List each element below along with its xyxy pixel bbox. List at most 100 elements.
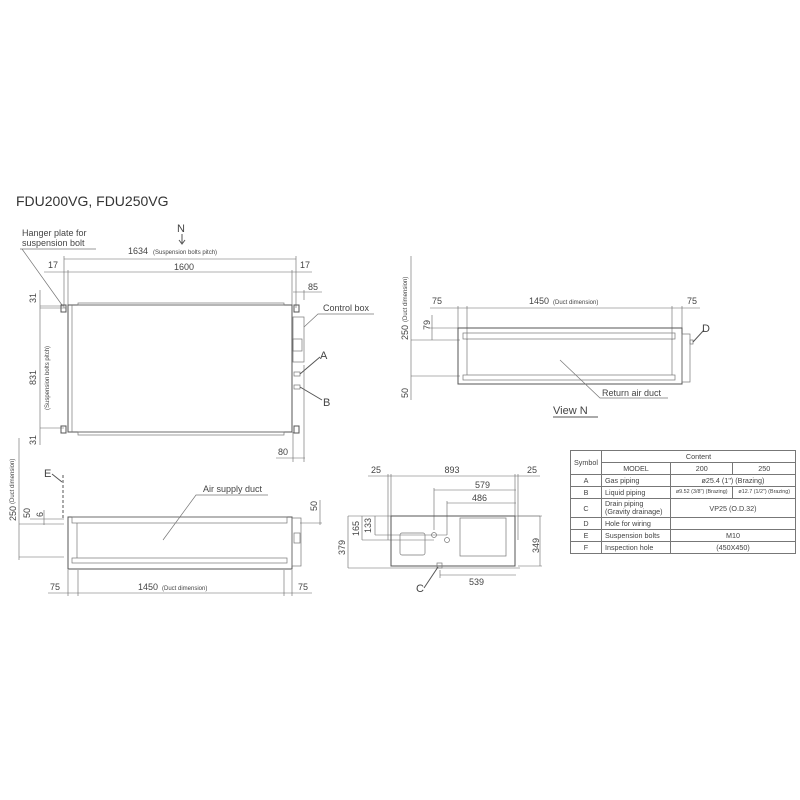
label-e: E [44, 468, 51, 480]
control-box-label: Control box [323, 303, 370, 313]
row-symbol: B [570, 486, 602, 499]
front-50-right-line [300, 500, 322, 525]
side-dim-539: 539 [469, 577, 484, 587]
symbol-header: Symbol [570, 450, 602, 475]
row-item-line1: Drain piping [604, 499, 644, 508]
row-item-line2: (Gravity drainage) [604, 507, 663, 516]
table-row: C Drain piping (Gravity drainage) VP25 (… [570, 498, 797, 518]
side-dim-349: 349 [531, 538, 541, 553]
row-value: (450X450) [669, 541, 797, 554]
front-dim-left: 75 [50, 582, 60, 592]
dim-pitch-line [63, 256, 297, 308]
table-row: A Gas piping ø25.4 (1") (Brazing) [570, 474, 797, 487]
view-n-top-rail [462, 332, 676, 340]
liquid-pipe-port [444, 537, 450, 543]
side-fan-housing [459, 517, 507, 557]
front-view: 250 (Duct dimension) 50 6 E Air supply d… [8, 438, 322, 596]
row-item: Hole for wiring [600, 517, 671, 530]
front-body [67, 516, 293, 570]
front-connectors [293, 532, 301, 544]
row-symbol: E [570, 529, 602, 542]
drain-port [436, 562, 443, 569]
hanger-label-line2: suspension bolt [22, 238, 85, 248]
hanger-leader-line [20, 248, 96, 306]
north-arrow-icon [178, 234, 186, 245]
front-dim-duct-note: (Duct dimension) [162, 586, 207, 592]
side-vertical-dims [347, 515, 540, 569]
view-n-dim-right: 75 [687, 296, 697, 306]
hanger-label-line1: Hanger plate for [22, 228, 87, 238]
view-n-dim-left: 75 [432, 296, 442, 306]
dim-depth-pitch: 831 [28, 370, 38, 385]
side-539-line [439, 570, 516, 578]
dim-depth-note: (Suspension bolts pitch) [45, 346, 51, 410]
front-dim-50-left: 50 [22, 508, 32, 518]
front-width-line [48, 570, 312, 596]
side-dim-133: 133 [363, 518, 373, 533]
hanger-plate-bottom-right [293, 425, 300, 434]
row-item: Drain piping (Gravity drainage) [600, 498, 671, 518]
side-view: 25 893 25 579 486 165 133 379 349 C 539 [337, 465, 542, 595]
row-item: Gas piping [600, 474, 671, 487]
view-n: 250 (Duct dimension) 50 75 1450 (Duct di… [400, 256, 710, 418]
dim-bottom-right-line [276, 365, 305, 462]
view-n-bottom-rail [462, 374, 676, 381]
top-view: N Hanger plate for suspension bolt 1634 … [20, 223, 374, 462]
front-dim-height-note: (Duct dimension) [10, 459, 16, 504]
front-dim-right: 75 [298, 582, 308, 592]
row-value [669, 517, 797, 530]
front-dim-50-right: 50 [309, 501, 319, 511]
dim-depth-line [39, 290, 66, 445]
spec-table: Symbol Content MODEL 200 250 A Gas pipin… [570, 450, 797, 554]
dim-control-box: 85 [308, 282, 318, 292]
control-box-outline [292, 316, 305, 363]
hanger-plate-top-right [293, 304, 300, 313]
dim-width-line [44, 270, 312, 305]
view-n-dim-79: 79 [422, 320, 432, 330]
side-dim-579: 579 [475, 480, 490, 490]
table-row: D Hole for wiring [570, 517, 797, 530]
leader-d [692, 329, 705, 343]
view-n-79-line [428, 315, 460, 340]
row-symbol: F [570, 541, 602, 554]
dim-pitch-note: (Suspension bolts pitch) [153, 250, 217, 256]
leader-b [299, 386, 323, 401]
row-value-200: ø9.52 (3/8") (Brazing) [669, 486, 734, 499]
front-dim-height: 250 [8, 506, 18, 521]
north-label: N [177, 223, 185, 235]
view-n-dim-duct-note: (Duct dimension) [553, 300, 598, 306]
dim-width-value: 1600 [174, 262, 194, 272]
supply-leader [162, 494, 268, 541]
hanger-plate-bottom-left [60, 425, 67, 434]
row-value: ø25.4 (1") (Brazing) [669, 474, 797, 487]
dim-left-offset: 17 [48, 260, 58, 270]
leader-c [423, 566, 439, 589]
row-value: M10 [669, 529, 797, 542]
front-control-box [291, 517, 302, 567]
table-row: F Inspection hole (450X450) [570, 541, 797, 554]
label-b: B [323, 397, 330, 409]
gas-pipe-port [431, 532, 437, 538]
view-n-body [457, 327, 683, 385]
gas-pipe-connector [293, 371, 301, 377]
view-n-width-line [430, 306, 700, 340]
front-dim-6: 6 [35, 512, 45, 517]
model-200-header: 200 [669, 462, 734, 475]
view-n-control-box [681, 333, 691, 383]
dim-top-offset: 31 [28, 293, 38, 303]
row-item: Inspection hole [600, 541, 671, 554]
front-height-line [18, 438, 64, 560]
return-leader [559, 359, 668, 399]
drawing-title: FDU200VG, FDU250VG [16, 193, 169, 209]
label-d: D [702, 323, 710, 335]
model-250-header: 250 [732, 462, 796, 475]
view-n-dim-height-note: (Duct dimension) [403, 277, 409, 322]
liquid-pipe-connector [293, 384, 301, 390]
view-n-label: View N [553, 405, 588, 417]
side-drain-pan [399, 532, 426, 556]
side-dim-25-left: 25 [371, 465, 381, 475]
row-symbol: D [570, 517, 602, 530]
dim-pitch-value: 1634 [128, 246, 148, 256]
table-row: B Liquid piping ø9.52 (3/8") (Brazing) ø… [570, 486, 796, 499]
